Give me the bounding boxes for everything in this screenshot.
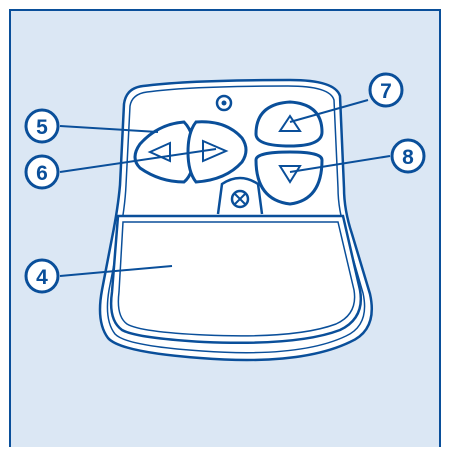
leader-line-8 bbox=[289, 155, 391, 173]
down-arrow-button[interactable] bbox=[254, 150, 324, 206]
label-area-rim bbox=[117, 221, 356, 337]
leader-line-5 bbox=[59, 125, 159, 133]
svg-text:7: 7 bbox=[380, 80, 392, 103]
leader-line-4 bbox=[59, 265, 173, 277]
screw-icon bbox=[216, 176, 264, 215]
svg-text:6: 6 bbox=[36, 162, 48, 185]
up-arrow-icon bbox=[278, 114, 302, 132]
up-arrow-button[interactable] bbox=[254, 100, 324, 148]
callout-5: 5 bbox=[24, 108, 60, 144]
leader-line-7 bbox=[289, 99, 369, 123]
right-arrow-button[interactable] bbox=[186, 120, 248, 184]
svg-text:4: 4 bbox=[36, 266, 48, 289]
leader-line-6 bbox=[59, 148, 217, 173]
label-area bbox=[109, 214, 363, 345]
svg-text:8: 8 bbox=[402, 146, 414, 169]
callout-8: 8 bbox=[390, 138, 426, 174]
callout-6: 6 bbox=[24, 154, 60, 190]
svg-text:5: 5 bbox=[36, 116, 48, 139]
callout-7: 7 bbox=[368, 72, 404, 108]
callout-4: 4 bbox=[24, 258, 60, 294]
down-arrow-icon bbox=[278, 165, 302, 184]
keyring-hole-icon bbox=[215, 94, 233, 112]
